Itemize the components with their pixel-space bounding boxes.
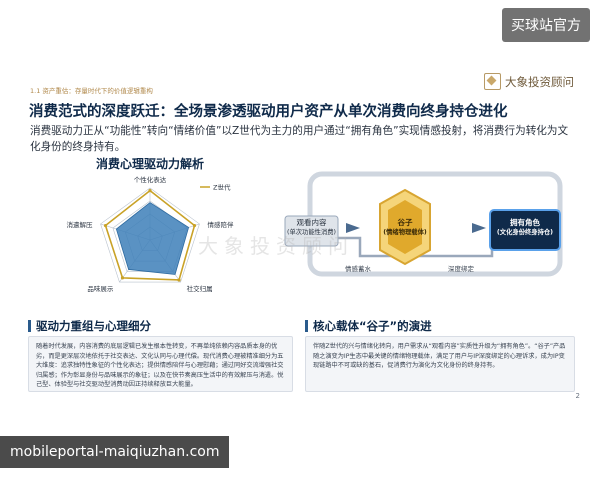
overlay-url: mobileportal-maiqiuzhan.com [0,436,230,468]
radar-axis-label: 消遣解压 [67,220,94,229]
radar-grid-ring [100,187,200,283]
radar-point [148,189,152,193]
node-left-line1: 观看内容 [296,218,327,227]
panel-right-header: 核心载体“谷子”的演进 [305,318,432,334]
panel-left-heading: 驱动力重组与心理细分 [36,319,151,333]
node-right-line1: 拥有角色 [510,218,540,227]
panel-left-body: 随着时代发展，内容消费的底层逻辑已发生根本性转变，不再单纯依赖内容品质本身的优劣… [28,336,293,392]
brand: 大象投资顾问 [484,73,574,90]
node-center-line2: (情绪物理载体) [383,229,427,236]
panel-left-header: 驱动力重组与心理细分 [28,318,151,334]
node-right-box [489,209,561,251]
radar-series-inner [115,202,190,275]
brand-name: 大象投资顾问 [505,74,574,89]
radar-title: 消费心理驱动力解析 [95,157,204,171]
arrow-right-icon [346,223,360,233]
radar-point [192,223,197,228]
radar-series-zgen [104,189,196,281]
brand-logo-icon [484,73,501,90]
radar-point [120,276,125,280]
node-left-line2: (单次功能性消费) [287,229,336,236]
flow-diagram [284,171,563,277]
header-bar [305,320,308,332]
radar-point [103,223,108,228]
node-left: 观看内容 (单次功能性消费) [285,218,338,238]
radar-axis-label: 个性化表达 [134,175,167,184]
panel-right-heading: 核心载体“谷子”的演进 [313,319,432,333]
node-center-line1: 谷子 [397,218,413,227]
node-center: 谷子 (情绪物理载体) [375,218,435,238]
header-bar [28,320,31,332]
node-right-line2: (文化身份终身持仓) [496,229,554,236]
panel-right-body: 伴随Z世代的兴与情绪化转向，用户需求从“观看内容”实质性升级为“拥有角色”。“谷… [305,336,575,392]
radar-series [103,189,197,282]
slide-title: 消费范式的深度跃迁：全场景渗透驱动用户资产从单次消费向终身持仓进化 [29,104,508,120]
radar-axis-label: 情感陪伴 [207,220,234,229]
overlay-tag: 买球站官方 [502,8,590,42]
flow-label-right: 深度绑定 [448,265,474,273]
radar-legend: Z世代 [200,183,231,192]
arrow-right-icon [472,223,486,233]
section-tag: 1.1 资产重估：存量时代下的价值逻辑重构 [30,87,153,95]
slide-description: 消费驱动力正从“功能性”转向“情绪价值”以Z世代为主力的用户通过“拥有角色”实现… [30,125,569,153]
node-left-box [284,215,339,247]
flow-label-left: 情感蓄水 [345,265,371,273]
radar-axis-label: 品味展示 [87,284,114,293]
legend-label: Z世代 [213,183,231,192]
radar-axis-label: 社交归属 [187,284,213,293]
page-number: 2 [575,392,580,400]
radar-point [177,278,181,282]
node-right: 拥有角色 (文化身份终身持仓) [490,218,560,238]
watermark: 大象投资顾问 [198,234,354,258]
hexagon-inner [388,200,422,254]
